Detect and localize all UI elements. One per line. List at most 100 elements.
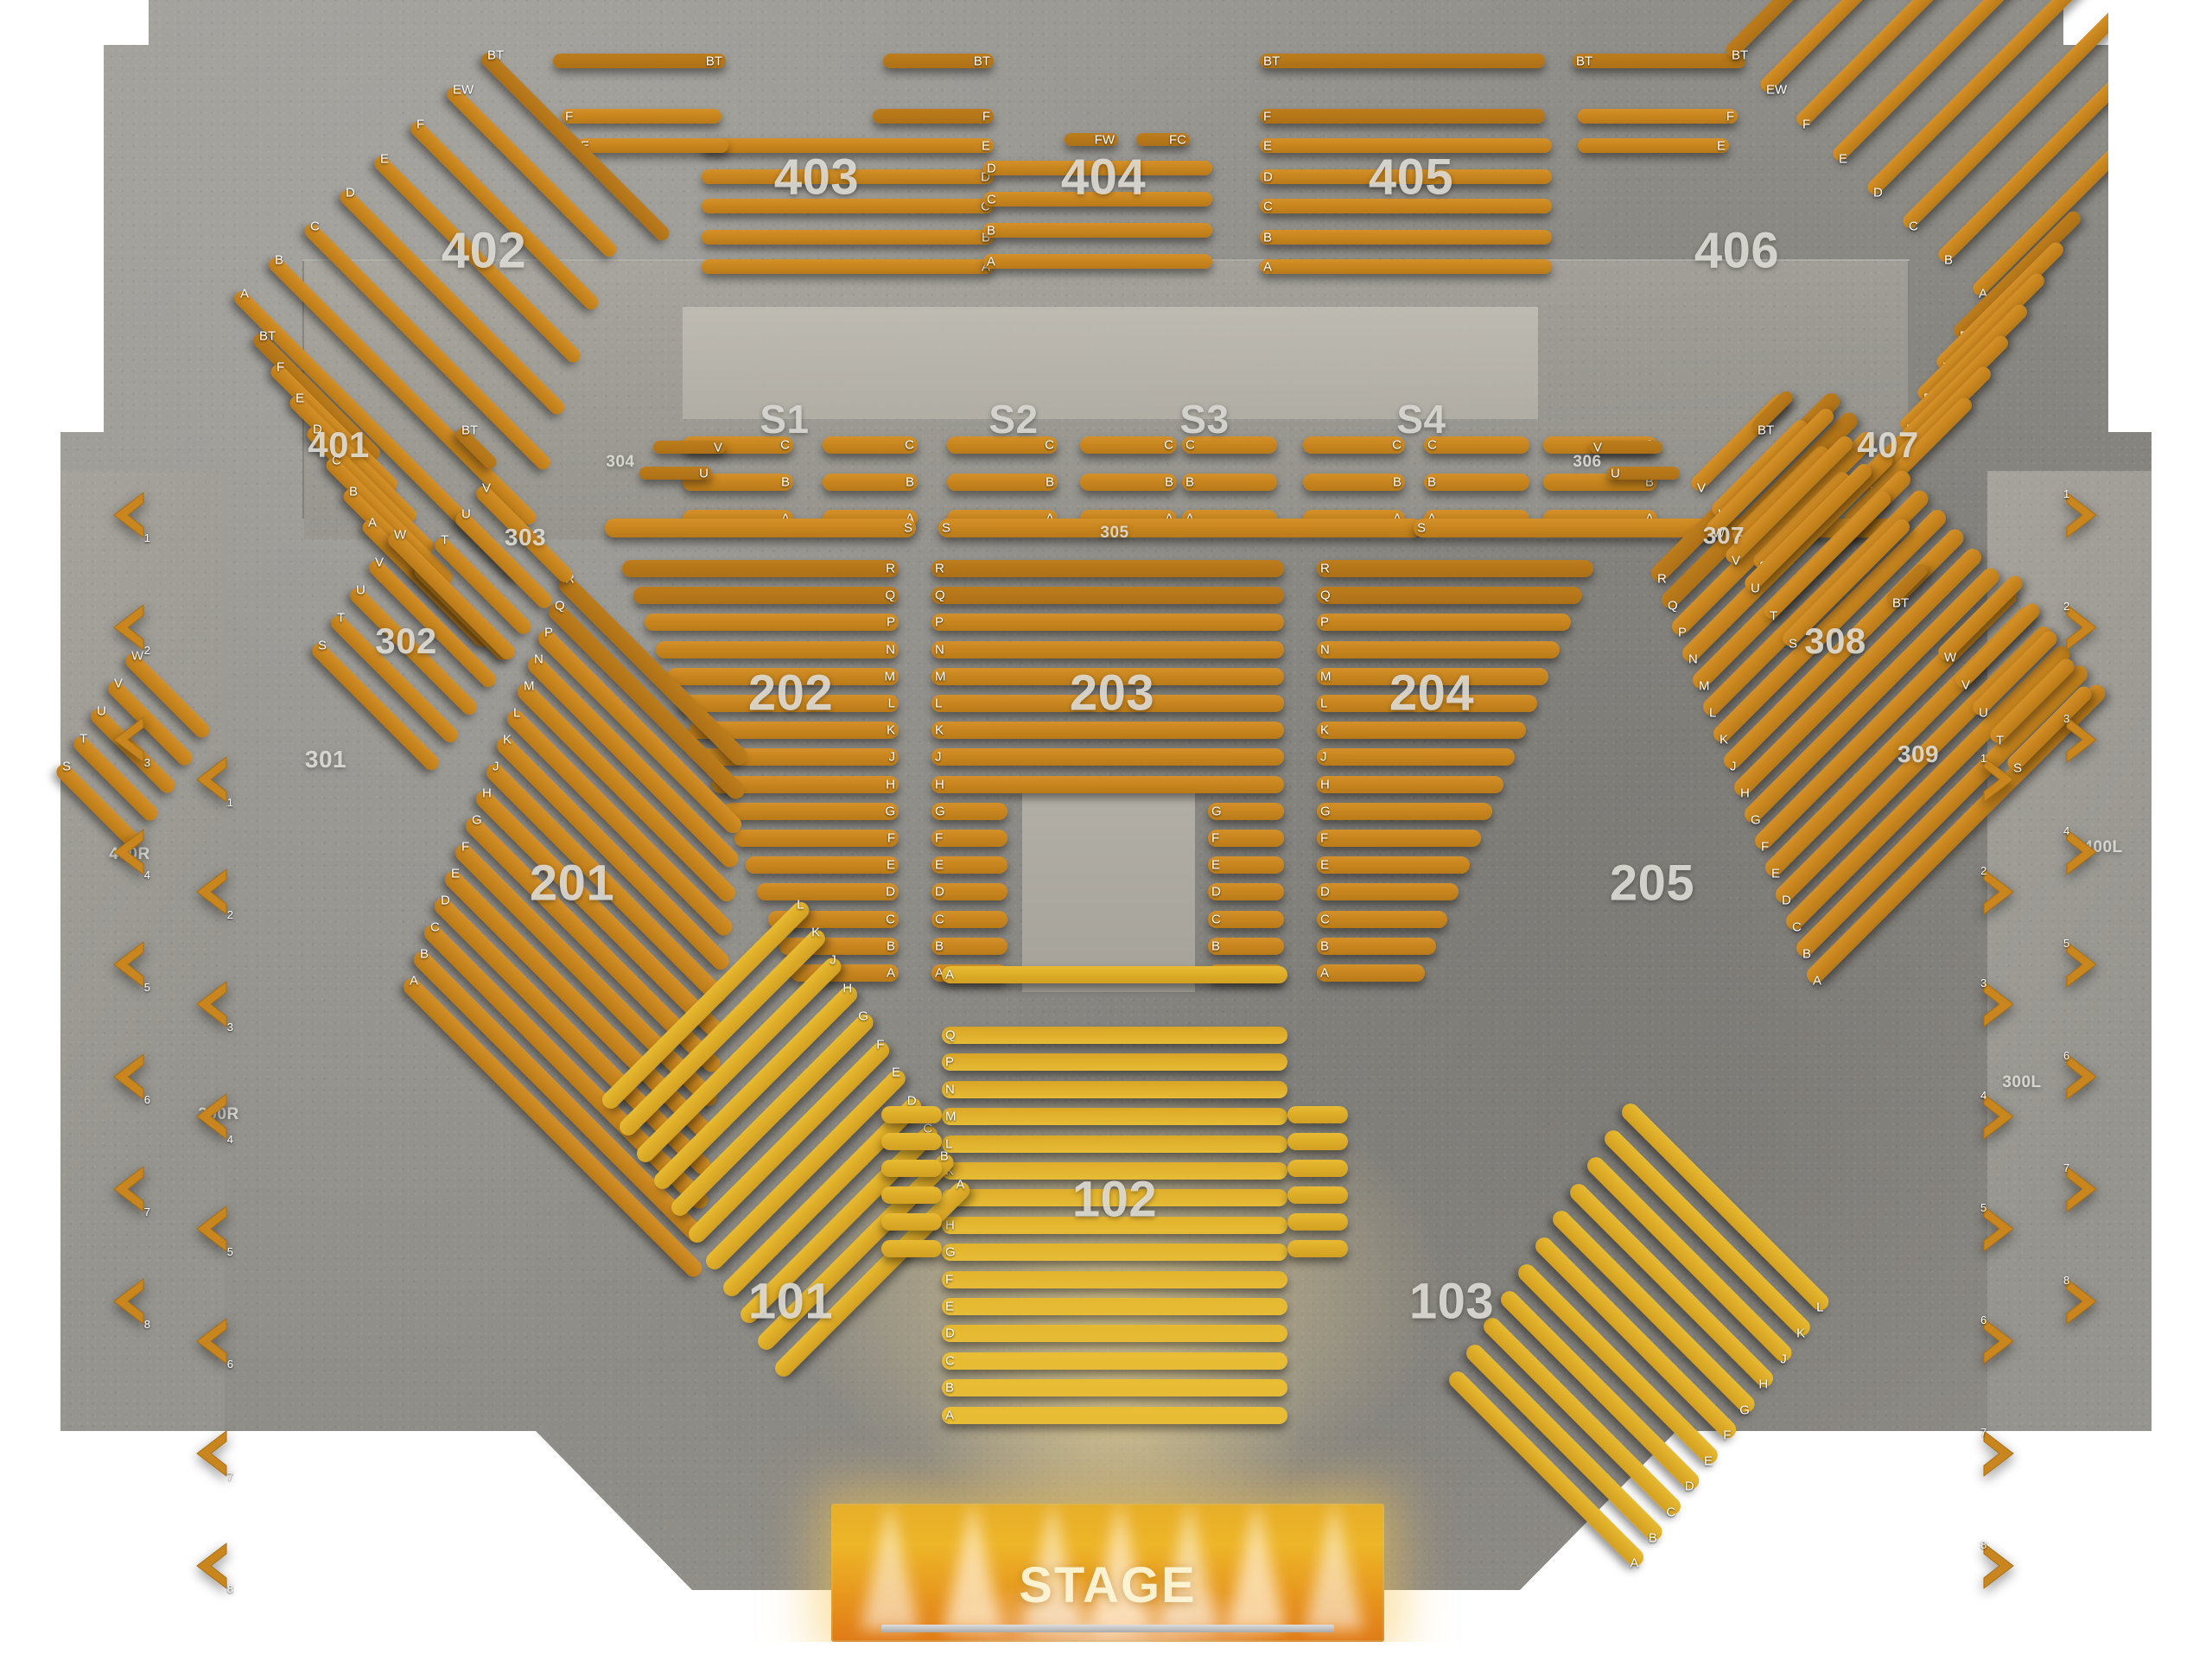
seat-row[interactable]	[653, 441, 726, 454]
seat-row[interactable]	[1260, 109, 1545, 124]
seat-row[interactable]	[931, 937, 1007, 955]
seat-row[interactable]	[942, 1406, 1287, 1424]
box-seat[interactable]: 1	[1979, 752, 2025, 807]
seat-row[interactable]	[1317, 560, 1593, 577]
seat-row[interactable]	[553, 54, 726, 68]
seat-row[interactable]	[931, 910, 1007, 928]
box-seat[interactable]: 6	[105, 1051, 152, 1106]
seat-row[interactable]	[942, 1135, 1287, 1153]
box-seat[interactable]: 4	[105, 826, 152, 881]
seat-row[interactable]	[1578, 138, 1729, 153]
seat-row[interactable]	[942, 1108, 1287, 1126]
seat-row[interactable]	[1317, 964, 1425, 982]
box-seat[interactable]: 1	[2062, 487, 2108, 543]
seat-row[interactable]	[757, 883, 899, 901]
box-seat[interactable]: 3	[105, 714, 152, 769]
seat-row[interactable]	[983, 161, 1212, 175]
seat-row[interactable]	[881, 1106, 942, 1123]
seat-row[interactable]	[1287, 1160, 1348, 1177]
seat-row[interactable]	[942, 1325, 1287, 1343]
seat-row[interactable]	[881, 1186, 942, 1204]
stage[interactable]: STAGE	[831, 1504, 1384, 1642]
seat-row[interactable]	[734, 830, 899, 847]
seat-row[interactable]	[931, 856, 1007, 875]
seat-row[interactable]	[931, 640, 1284, 658]
box-seat[interactable]: 1	[188, 754, 235, 809]
box-seat[interactable]: 8	[1979, 1538, 2025, 1593]
box-seat[interactable]: 4	[188, 1091, 235, 1146]
seat-row[interactable]	[702, 259, 994, 274]
box-seat[interactable]: 2	[1979, 864, 2025, 919]
seat-row[interactable]	[1317, 614, 1571, 632]
seat-row[interactable]	[983, 254, 1212, 269]
seat-row[interactable]	[938, 518, 1422, 538]
seat-row[interactable]	[1065, 133, 1118, 146]
seat-row[interactable]	[942, 1053, 1287, 1072]
seat-row[interactable]	[702, 230, 994, 245]
seat-row[interactable]	[1317, 883, 1459, 901]
seat-row[interactable]	[577, 138, 728, 153]
seat-row[interactable]	[1287, 1213, 1348, 1231]
seat-row[interactable]	[1303, 436, 1405, 454]
box-seat[interactable]: 6	[2062, 1049, 2108, 1104]
seat-row[interactable]	[605, 518, 916, 538]
seat-row[interactable]	[931, 695, 1284, 712]
box-seat[interactable]: 7	[2062, 1161, 2108, 1217]
seat-row[interactable]	[1208, 937, 1284, 955]
seat-row[interactable]	[942, 1189, 1287, 1207]
seat-row[interactable]	[823, 474, 918, 491]
box-seat[interactable]: 5	[2062, 937, 2108, 992]
seat-row[interactable]	[942, 1216, 1287, 1234]
seat-row[interactable]	[1317, 695, 1537, 712]
seat-row[interactable]	[1182, 436, 1277, 454]
seat-row[interactable]	[931, 587, 1284, 605]
seat-row[interactable]	[678, 695, 899, 712]
box-seat[interactable]: 7	[188, 1428, 235, 1483]
seat-row[interactable]	[1080, 474, 1177, 491]
seat-row[interactable]	[656, 640, 899, 658]
seat-row[interactable]	[931, 775, 1284, 793]
seat-row[interactable]	[1317, 802, 1492, 820]
seat-row[interactable]	[1317, 640, 1560, 658]
seat-row[interactable]	[1208, 802, 1284, 820]
box-seat[interactable]: 2	[2062, 600, 2108, 655]
seat-row[interactable]	[1287, 1186, 1348, 1204]
seat-row[interactable]	[1260, 199, 1552, 213]
seat-row[interactable]	[622, 560, 899, 577]
seat-row[interactable]	[1317, 830, 1481, 847]
box-seat[interactable]: 6	[1979, 1314, 2025, 1369]
seat-row[interactable]	[1260, 230, 1552, 245]
seat-row[interactable]	[931, 748, 1284, 767]
seat-row[interactable]	[881, 1133, 942, 1150]
seat-row[interactable]	[1208, 910, 1284, 928]
seat-row[interactable]	[1260, 138, 1552, 153]
seat-row[interactable]	[942, 966, 1287, 983]
seat-row[interactable]	[702, 169, 994, 184]
seat-row[interactable]	[1590, 441, 1662, 454]
seat-row[interactable]	[931, 614, 1284, 632]
seat-row[interactable]	[1260, 259, 1552, 274]
seat-row[interactable]	[942, 1270, 1287, 1288]
box-seat[interactable]: 3	[2062, 712, 2108, 767]
seat-row[interactable]	[690, 722, 899, 740]
seat-row[interactable]	[701, 748, 899, 767]
seat-row[interactable]	[947, 436, 1058, 454]
seat-row[interactable]	[1080, 436, 1177, 454]
seat-row[interactable]	[1287, 1240, 1348, 1257]
seat-row[interactable]	[1317, 748, 1515, 767]
seat-row[interactable]	[1424, 436, 1529, 454]
seat-row[interactable]	[1208, 856, 1284, 875]
seat-row[interactable]	[712, 775, 899, 793]
box-seat[interactable]: 8	[188, 1540, 235, 1595]
seat-row[interactable]	[873, 109, 994, 124]
seat-row[interactable]	[931, 560, 1284, 577]
box-seat[interactable]: 5	[105, 938, 152, 994]
box-seat[interactable]: 7	[1979, 1426, 2025, 1481]
seat-row[interactable]	[942, 1352, 1287, 1370]
box-seat[interactable]: 1	[105, 489, 152, 544]
seat-row[interactable]	[1287, 1133, 1348, 1150]
seat-row[interactable]	[1303, 474, 1405, 491]
seat-row[interactable]	[883, 54, 994, 68]
seat-row[interactable]	[1208, 883, 1284, 901]
